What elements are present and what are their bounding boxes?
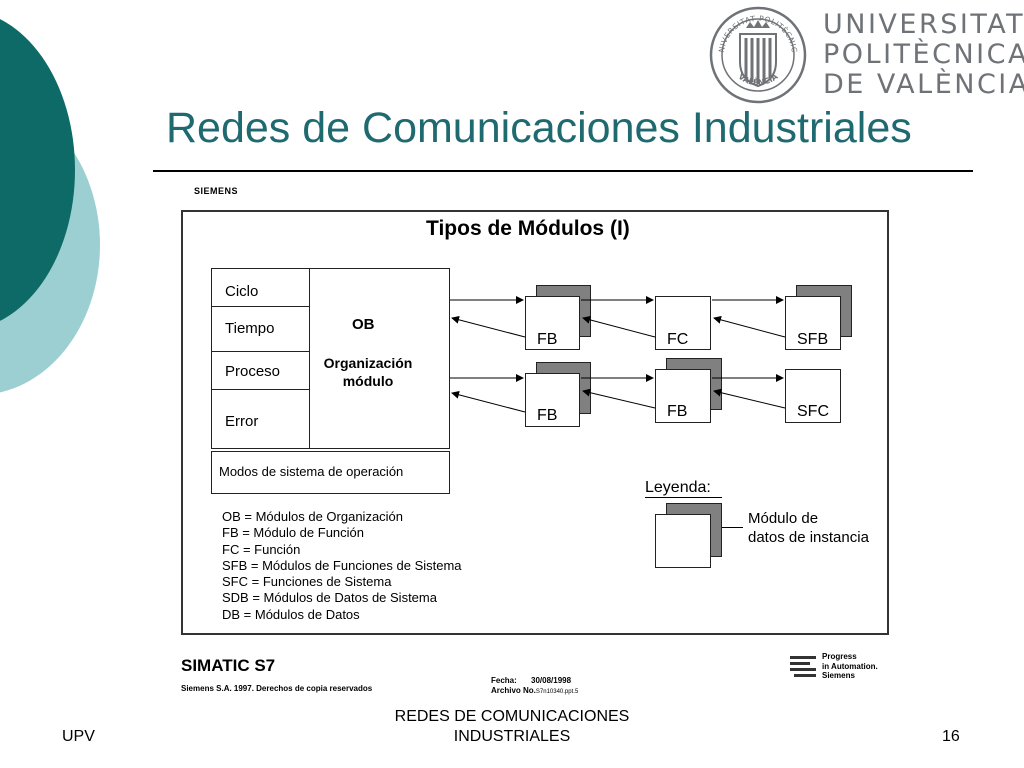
sfb-box <box>785 296 841 350</box>
tagline-line-2: in Automation. <box>822 661 878 671</box>
cell-divider <box>211 351 310 352</box>
tagline-line-1: Progress <box>822 652 857 661</box>
legend-instance-text: Módulo de datos de instancia <box>748 509 869 547</box>
legend-title: Leyenda: <box>645 479 711 496</box>
cell-tiempo: Tiempo <box>225 320 275 337</box>
fb-top-box <box>525 296 580 350</box>
date-value: 30/08/1998 <box>531 676 572 685</box>
definition-ob: OB = Módulos de Organización <box>222 509 404 524</box>
footer-upv: UPV <box>62 728 95 745</box>
sfc-box <box>785 369 841 423</box>
cell-error: Error <box>225 413 259 430</box>
ob-box <box>309 268 450 449</box>
page-number: 16 <box>942 728 960 745</box>
cell-proceso: Proceso <box>225 363 281 380</box>
abbreviation-list: OB = Módulos de Organización FB = Módulo… <box>222 509 462 623</box>
siemens-copyright: Siemens S.A. 1997. Derechos de copia res… <box>181 684 373 693</box>
date-label: Fecha: <box>491 676 517 685</box>
cell-divider <box>211 389 310 390</box>
wordmark-line-1: UNIVERSITAT <box>823 9 1024 40</box>
progress-tagline: Progress in Automation. Siemens <box>822 652 878 681</box>
definition-fb: FB = Módulo de Función <box>222 525 364 541</box>
footer-course-title: REDES DE COMUNICACIONES INDUSTRIALES <box>394 708 630 745</box>
cell-ciclo: Ciclo <box>225 283 259 300</box>
cell-divider <box>211 306 310 307</box>
diagram-frame <box>181 210 889 635</box>
sfb-label: SFB <box>797 331 829 348</box>
definition-fc: FC = Función <box>222 541 301 557</box>
fb-bottom-mid-box <box>655 369 711 423</box>
slide-title: Redes de Comunicaciones Industriales <box>166 104 912 152</box>
simatic-product: SIMATIC S7 <box>181 656 276 675</box>
siemens-progress-logo <box>788 654 818 682</box>
fb-bottom-mid-label: FB <box>667 403 688 420</box>
system-modes-box <box>211 451 450 494</box>
definition-sfc: SFC = Funciones de Sistema <box>222 574 392 590</box>
archive-value: S7n10340.ppt.5 <box>535 689 579 695</box>
university-seal-logo: UNIVERSITAT POLITÈCNICA VALÈNCIA <box>708 6 807 104</box>
wordmark-line-3: DE VALÈNCIA <box>823 69 1024 100</box>
tagline-line-3: Siemens <box>822 671 855 680</box>
archive-label: Archivo No. <box>491 686 536 695</box>
fc-top-box <box>655 296 711 350</box>
fc-top-label: FC <box>667 331 689 348</box>
legend-pointer-line <box>722 527 743 528</box>
legend-title-underline <box>645 497 722 498</box>
fb-top-label: FB <box>537 331 558 348</box>
sfc-label: SFC <box>797 403 829 420</box>
system-modes-label: Modos de sistema de operación <box>219 464 404 479</box>
ob-description: Organización módulo <box>323 355 413 389</box>
legend-instance-line-2: datos de instancia <box>748 529 869 546</box>
legend-module-box <box>655 514 711 568</box>
siemens-brand: SIEMENS <box>194 186 239 196</box>
diagram-heading: Tipos de Módulos (I) <box>426 217 630 240</box>
university-wordmark: UNIVERSITAT POLITÈCNICA DE VALÈNCIA <box>823 10 1024 100</box>
slide-metadata: Fecha: 30/08/1998 Archivo No.S7n10340.ppt… <box>491 676 578 697</box>
fb-bottom-left-box <box>525 373 580 427</box>
definition-db: DB = Módulos de Datos <box>222 606 360 622</box>
legend-instance-line-1: Módulo de <box>748 510 819 527</box>
definition-sdb: SDB = Módulos de Datos de Sistema <box>222 590 437 606</box>
fb-bottom-left-label: FB <box>537 407 558 424</box>
ob-label: OB <box>352 316 375 333</box>
wordmark-line-2: POLITÈCNICA <box>823 39 1024 70</box>
ob-cells-container <box>211 268 310 449</box>
title-divider <box>153 170 973 172</box>
definition-sfb: SFB = Módulos de Funciones de Sistema <box>222 557 462 573</box>
decorative-circles <box>0 0 110 420</box>
